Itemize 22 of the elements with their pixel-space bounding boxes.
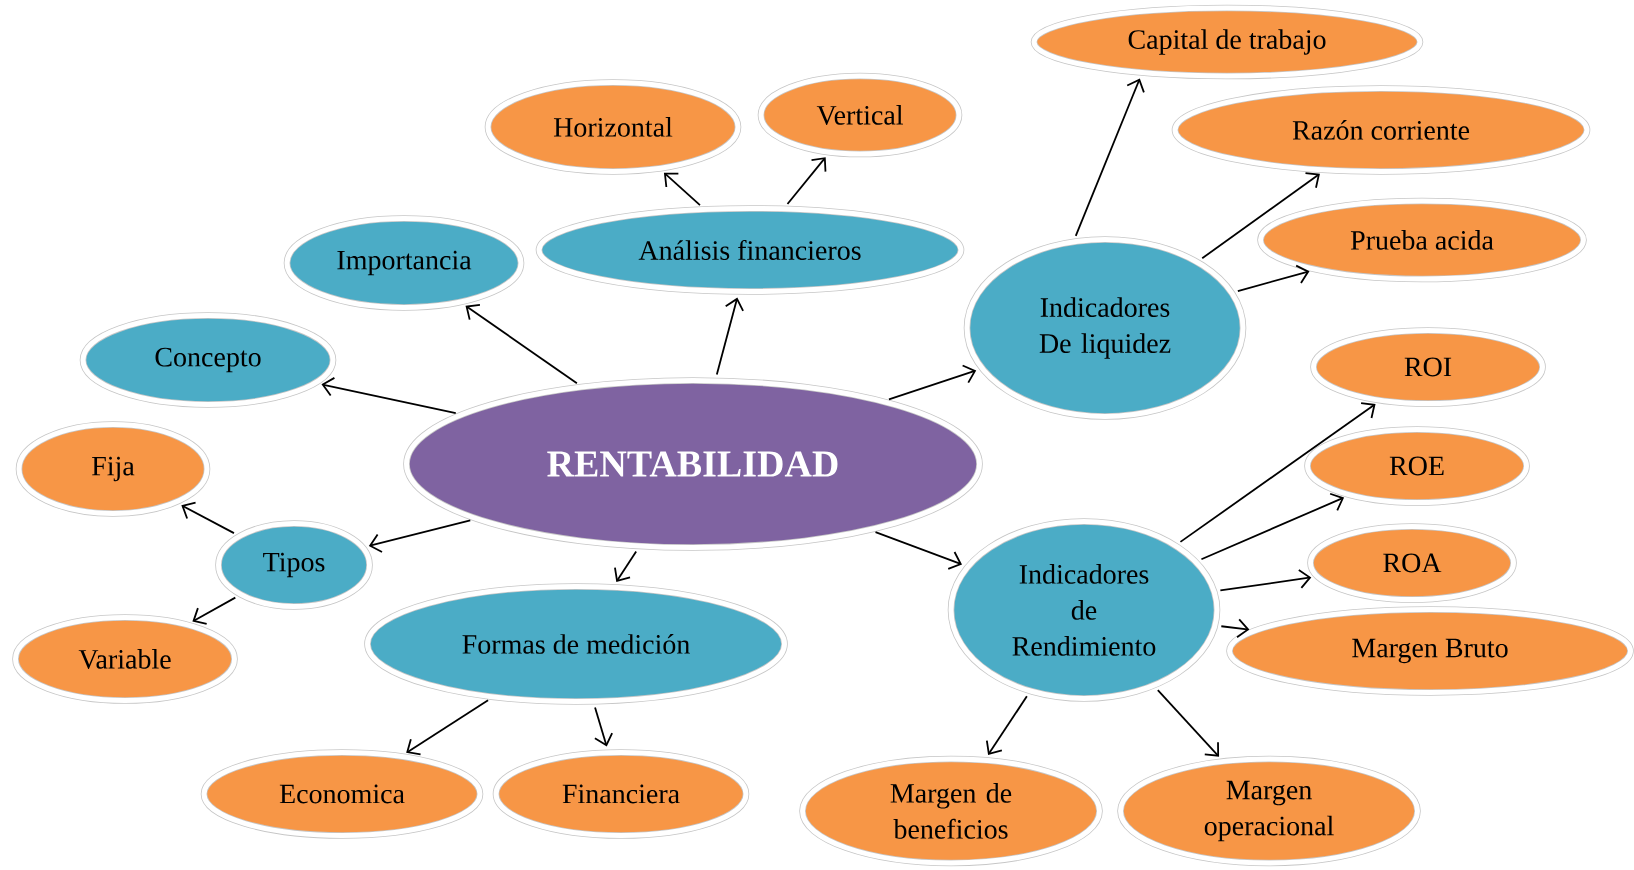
- arrow: [465, 303, 578, 385]
- arrow: [614, 550, 638, 582]
- arrow: [181, 501, 235, 535]
- arrow: [1074, 78, 1145, 237]
- arrow: [368, 519, 472, 553]
- arrow: [874, 531, 963, 570]
- arrow: [406, 699, 489, 756]
- arrow: [1201, 172, 1320, 260]
- arrow: [1236, 264, 1310, 292]
- arrow: [1220, 618, 1250, 639]
- arrow: [663, 172, 701, 206]
- arrow: [192, 596, 237, 625]
- arrow: [594, 706, 614, 747]
- arrow: [985, 695, 1028, 755]
- arrow: [786, 157, 827, 205]
- arrow: [1200, 492, 1345, 561]
- arrow: [1219, 569, 1312, 592]
- arrow: [321, 377, 457, 414]
- arrow: [1156, 689, 1220, 757]
- arrow: [888, 364, 977, 401]
- arrow: [1179, 402, 1376, 543]
- arrow: [715, 297, 744, 376]
